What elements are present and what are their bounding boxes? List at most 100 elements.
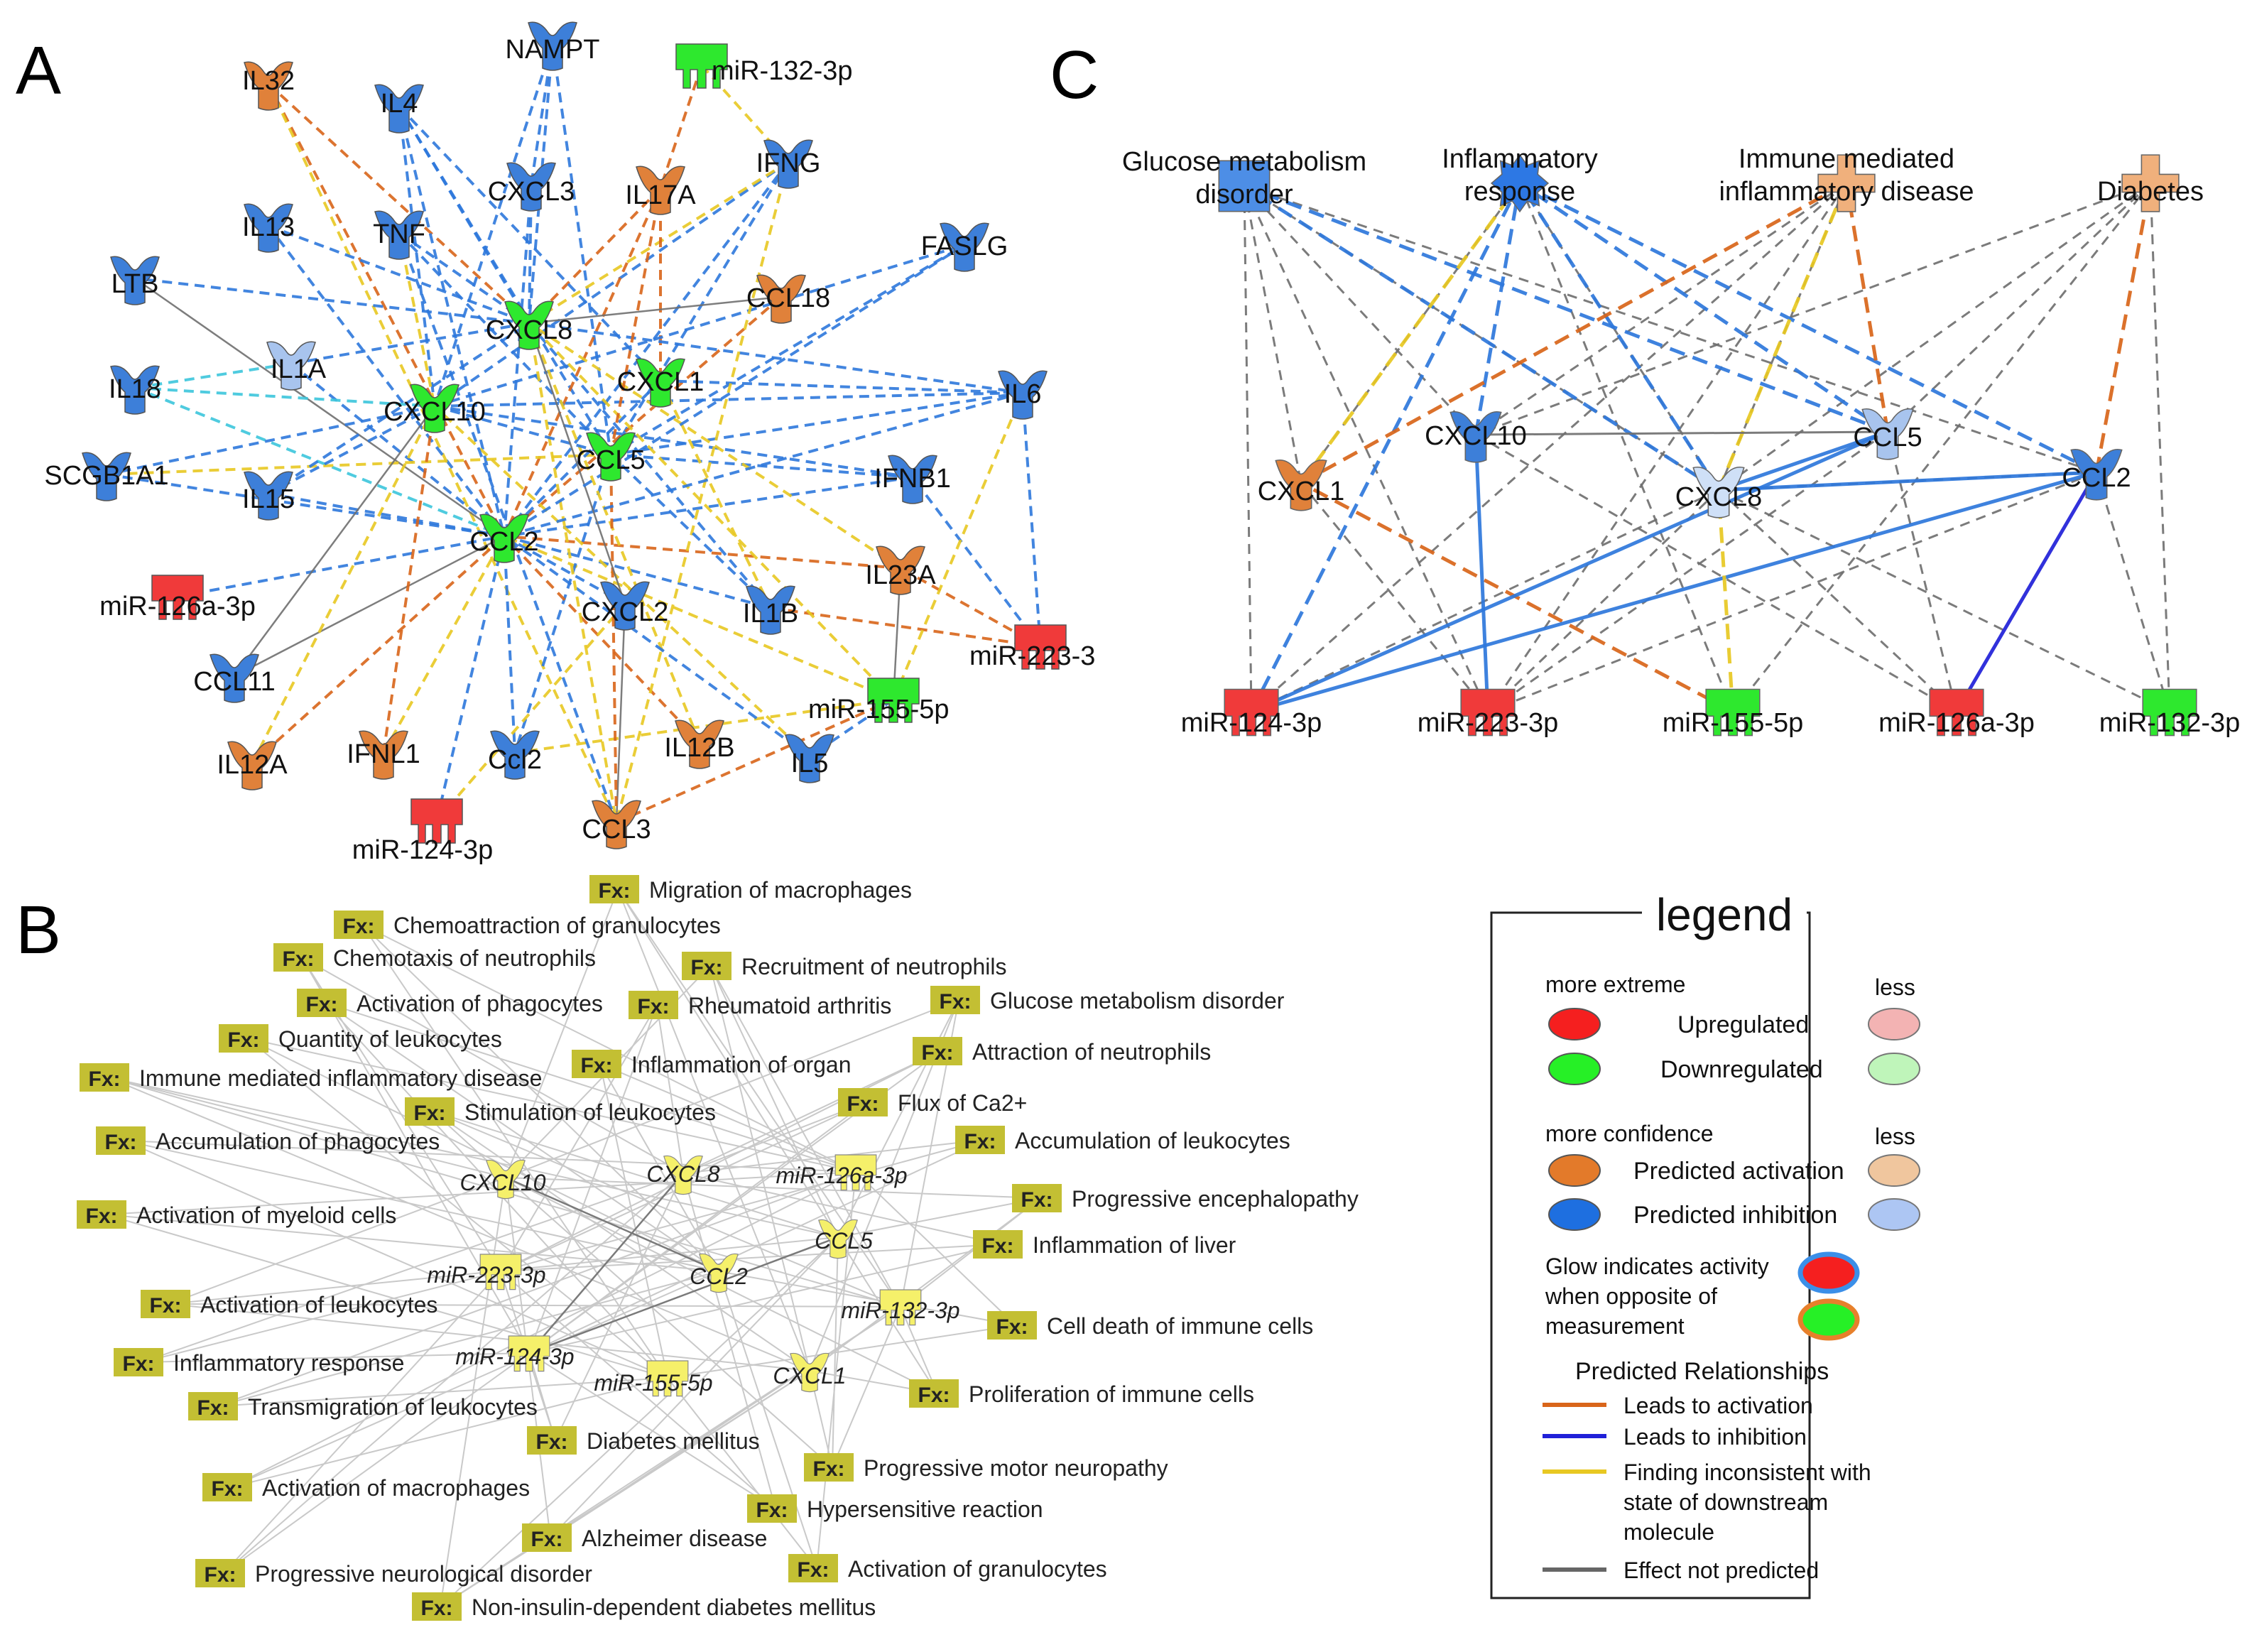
node-c-label: inflammatory disease [1719,177,1974,207]
node-a-il12b: IL12B [664,719,735,769]
node-c-label: response [1464,177,1575,207]
function-label: Non-insulin-dependent diabetes mellitus [472,1594,876,1620]
edge-a-mir-155-5p-ccl2 [504,535,894,701]
edge-b-10-8 [599,1063,668,1379]
edge-c-cxcl1-inflam [1299,182,1522,484]
node-a-label: CCL3 [582,815,651,844]
edge-a-il13-cxcl8 [268,224,530,325]
node-a-label: TNF [373,219,425,249]
edge-a-cxcl8-ccl18 [528,295,782,325]
edge-b-13-8 [124,1140,668,1379]
edge-c-diabetes-ccl5 [1886,182,2152,433]
edge-c-mir-155-5p-cxcl1 [1300,481,1734,714]
node-a-label: IL12A [217,750,288,780]
edge-a-il18-cxcl10 [134,386,435,408]
node-a-label: CCL2 [469,527,538,557]
edge-a-cxcl1-il6 [660,379,1023,394]
node-c-label: Immune mediated [1739,144,1954,174]
function-label: Chemoattraction of granulocytes [393,913,721,938]
fx-tag-label: Fx: [421,1597,453,1620]
fx-tag-badge [141,1290,190,1318]
fx-tag-badge [909,1379,959,1408]
edge-b-22-2 [216,1171,856,1407]
node-a-label: CCL18 [746,283,830,313]
node-a-label: CXCL1 [617,367,705,397]
legend-more-confidence: more confidence [1545,1121,1714,1146]
edge-c-cxcl8-mir-223-3p [1486,489,1720,713]
edge-c-ccl2-mir-223-3p [1487,471,2097,713]
edge-b-12-9 [433,1111,810,1371]
fx-tag-label: Fx: [228,1028,260,1052]
node-b-label: CXCL10 [460,1170,546,1195]
edge-a-il12a-cxcl10 [251,406,436,764]
function-progressive-encephalopathy: Fx:Progressive encephalopathy [1012,1184,1359,1212]
edge-c-glucose-cxcl1 [1243,185,1302,484]
edge-a-scgb1a1-ccl2 [106,473,505,538]
edge-c-cxcl8-mir-126a-3p [1717,489,1958,713]
edge-b-24-0 [505,1177,833,1468]
fx-tag-label: Fx: [205,1563,236,1587]
node-a-scgb1a1: SCGB1A1 [44,452,169,501]
function-progressive-motor-neuropathy: Fx:Progressive motor neuropathy [804,1453,1168,1482]
node-b-label: miR-155-5p [594,1370,712,1396]
node-a-il1a: IL1A [266,341,327,391]
fx-tag-label: Fx: [756,1499,788,1522]
fx-tag-label: Fx: [531,1528,563,1551]
node-c-mir-132-3p: miR-132-3p [2099,688,2240,738]
function-label: Activation of leukocytes [200,1292,437,1317]
edge-b-15-0 [505,1177,1041,1199]
edge-c-cxcl10-mir-126a-3p [1475,433,1957,713]
node-a-label: IL13 [242,212,295,242]
edge-a-ifng-cxcl10 [433,161,790,408]
edge-a-ccl3-ccl5 [609,454,618,823]
function-label: Activation of macrophages [262,1475,530,1501]
edge-a-il12a-ccl2 [251,535,506,765]
function-hypersensitive-reaction: Fx:Hypersensitive reaction [747,1494,1043,1523]
node-a-ccl2: Ccl2 [488,730,542,780]
node-a-label: miR-223-3 [969,641,1095,671]
edge-b-5-1 [656,1004,684,1174]
function-label: Migration of macrophages [649,877,912,903]
node-a-label: miR-126a-3p [99,592,256,621]
function-label: Rheumatoid arthritis [688,993,891,1018]
edge-a-mir-223-ifnb1 [911,476,1042,648]
fx-tag-label: Fx: [212,1477,244,1501]
edge-a-il15-ccl2 [268,492,505,538]
edge-a-il17a-ccl2 [503,188,662,537]
node-a-ccl5: CCL5 [576,432,646,482]
legend-glow-line-3: measurement [1545,1313,1685,1339]
edge-a-cxcl10-il15 [268,405,435,495]
edge-a-ccl5-il6 [610,391,1023,456]
function-inflammation-of-liver: Fx:Inflammation of liver [973,1230,1236,1259]
fx-tag-badge [987,1311,1037,1339]
fx-tag-label: Fx: [123,1352,155,1376]
edge-a-ifnl1-cxcl10 [382,406,436,754]
edge-b-10-2 [599,1063,856,1173]
legend-effect-not-predicted: Effect not predicted [1623,1558,1819,1583]
node-b-mir-126a-3p: miR-126a-3p [776,1154,907,1191]
edge-c-mir-124-3p-inflam [1249,182,1522,713]
edge-a-il5-cxcl10 [433,405,811,758]
edge-c-cxcl10-ccl5 [1475,430,1888,436]
function-chemoattraction-of-granulocytes: Fx:Chemoattraction of granulocytes [334,911,721,939]
legend-predicted-relationships: Predicted Relationships [1575,1358,1829,1385]
function-label: Progressive neurological disorder [255,1561,592,1587]
edge-b-13-2 [124,1140,856,1173]
edge-b-16-8 [104,1214,668,1379]
node-a-faslg: FASLG [921,222,1008,272]
edge-c-ccl5-immune [1844,183,1890,433]
edge-b-12-3 [433,1111,839,1238]
fx-tag-badge [273,943,323,972]
edge-b-16-2 [104,1171,856,1215]
edge-c-mir-126a-3p-ccl2 [1954,471,2099,713]
node-a-label: IL6 [1004,379,1042,409]
edge-b-20-4 [141,1271,501,1363]
legend-glow-green [1797,1298,1860,1341]
edge-a-il1a-cxcl8 [290,322,530,365]
function-accumulation-of-phagocytes: Fx:Accumulation of phagocytes [96,1126,440,1155]
fx-tag-label: Fx: [813,1457,845,1481]
